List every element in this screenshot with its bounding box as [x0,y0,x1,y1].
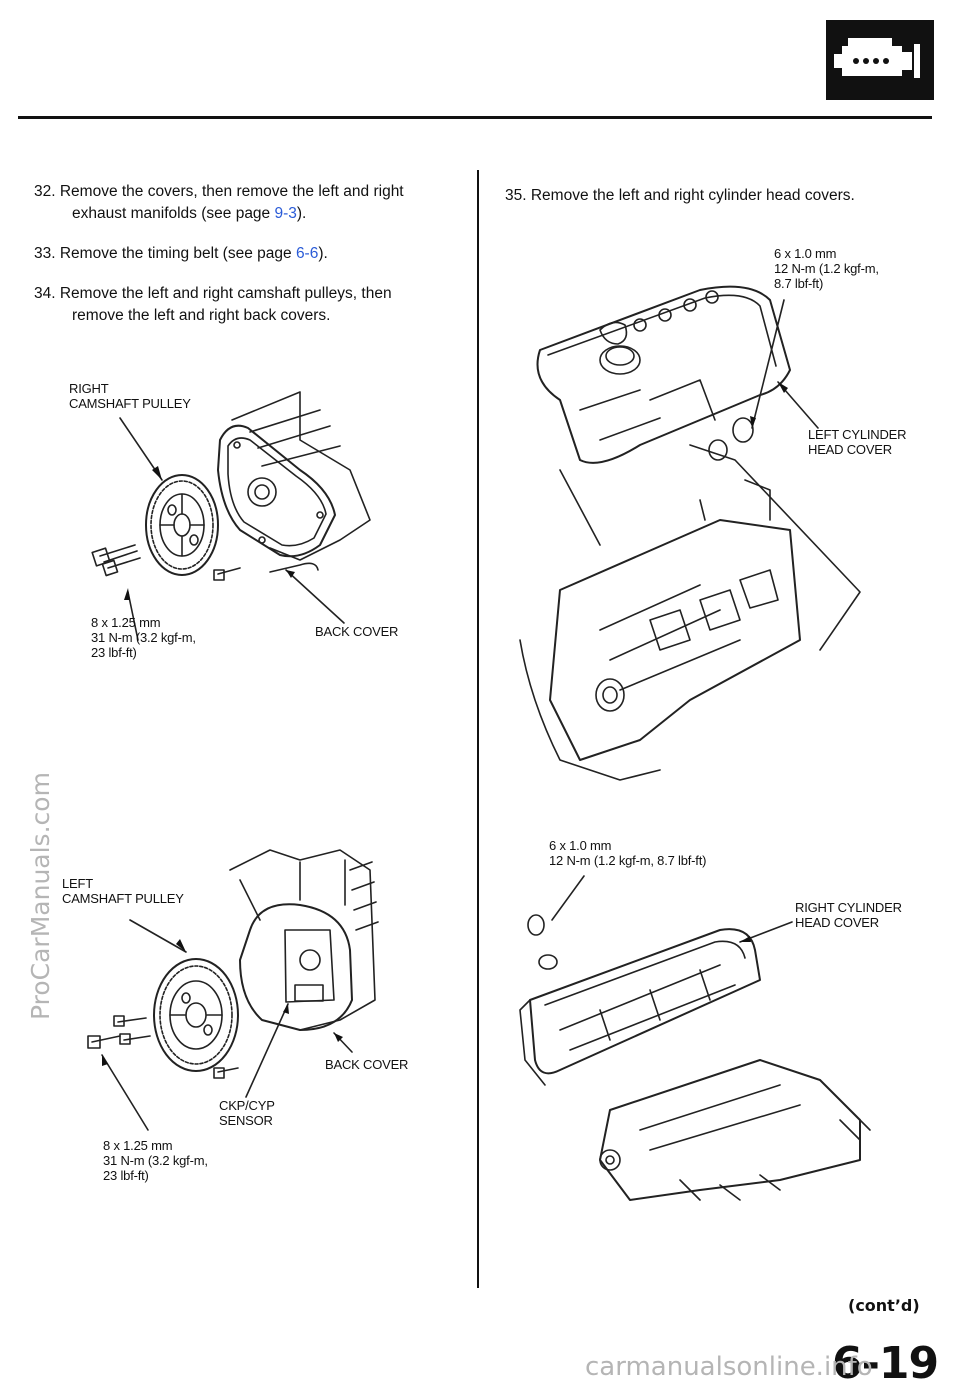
step-34-text: 34. Remove the left and right camshaft p… [34,285,392,302]
label-line: HEAD COVER [808,442,892,457]
right-cylinder-head-figure [519,914,871,1201]
label-line: RIGHT [69,381,109,396]
left-camshaft-pulley-figure [87,849,379,1079]
label-line: CKP/CYP [219,1098,275,1113]
step-32: 32. Remove the covers, then remove the l… [34,181,454,225]
step-35-text: 35. Remove the left and right cylinder h… [505,187,855,204]
label-bolt-spec-4: 6 x 1.0 mm 12 N-m (1.2 kgf-m, 8.7 lbf-ft… [549,838,706,868]
label-line: 12 N-m (1.2 kgf-m, 8.7 lbf-ft) [549,853,707,868]
label-line: 23 lbf-ft) [103,1168,149,1183]
label-line: CAMSHAFT PULLEY [62,891,184,906]
label-bolt-spec-1: 8 x 1.25 mm 31 N-m (3.2 kgf-m, 23 lbf-ft… [91,615,196,660]
label-left-camshaft-pulley: LEFT CAMSHAFT PULLEY [62,876,184,906]
label-line: HEAD COVER [795,915,879,930]
label-ckp-cyp-sensor: CKP/CYP SENSOR [219,1098,275,1128]
label-line: 8 x 1.25 mm [91,615,161,630]
step-33: 33. Remove the timing belt (see page 6-6… [34,243,454,265]
step-32-text-3: ). [296,205,307,222]
continued-label: (cont’d) [848,1296,920,1315]
label-line: LEFT CYLINDER [808,427,907,442]
label-line: 31 N-m (3.2 kgf-m, [103,1153,208,1168]
label-left-cylinder-head-cover: LEFT CYLINDER HEAD COVER [808,427,906,457]
label-back-cover-2: BACK COVER [325,1057,408,1072]
label-line: SENSOR [219,1113,273,1128]
page-link-9-3[interactable]: 9-3 [274,205,297,222]
label-line: 31 N-m (3.2 kgf-m, [91,630,196,645]
step-33-text: 33. Remove the timing belt (see page [34,245,296,262]
label-line: 6 x 1.0 mm [774,246,837,261]
label-bolt-spec-2: 8 x 1.25 mm 31 N-m (3.2 kgf-m, 23 lbf-ft… [103,1138,208,1183]
label-back-cover-1: BACK COVER [315,624,398,639]
page-link-6-6[interactable]: 6-6 [295,245,319,262]
label-line: CAMSHAFT PULLEY [69,396,191,411]
watermark-bottom: carmanualsonline.info [585,1352,873,1382]
page-number: 6-19 [832,1338,939,1389]
label-line: BACK COVER [315,624,399,639]
label-line: 8.7 lbf-ft) [774,276,824,291]
label-line: 6 x 1.0 mm [549,838,612,853]
label-line: 23 lbf-ft) [91,645,137,660]
right-camshaft-pulley-figure [91,391,371,581]
step-34: 34. Remove the left and right camshaft p… [34,283,454,327]
step-33-text-2: ). [318,245,328,262]
label-line: RIGHT CYLINDER [795,900,902,915]
label-line: LEFT [62,876,93,891]
label-right-cylinder-head-cover: RIGHT CYLINDER HEAD COVER [795,900,902,930]
column-divider [477,170,479,1288]
label-right-camshaft-pulley: RIGHT CAMSHAFT PULLEY [69,381,191,411]
step-32-text-2: exhaust manifolds (see page [72,205,275,222]
label-line: BACK COVER [325,1057,409,1072]
watermark-left: ProCarManuals.com [26,772,55,1020]
left-cylinder-head-figure [519,285,861,781]
label-bolt-spec-3: 6 x 1.0 mm 12 N-m (1.2 kgf-m, 8.7 lbf-ft… [774,246,879,291]
step-34-text-2: remove the left and right back covers. [72,307,331,324]
header-rule [18,116,932,119]
step-32-text: 32. Remove the covers, then remove the l… [34,183,404,200]
engine-icon [826,20,934,100]
label-line: 8 x 1.25 mm [103,1138,173,1153]
step-35: 35. Remove the left and right cylinder h… [505,185,925,207]
label-line: 12 N-m (1.2 kgf-m, [774,261,879,276]
